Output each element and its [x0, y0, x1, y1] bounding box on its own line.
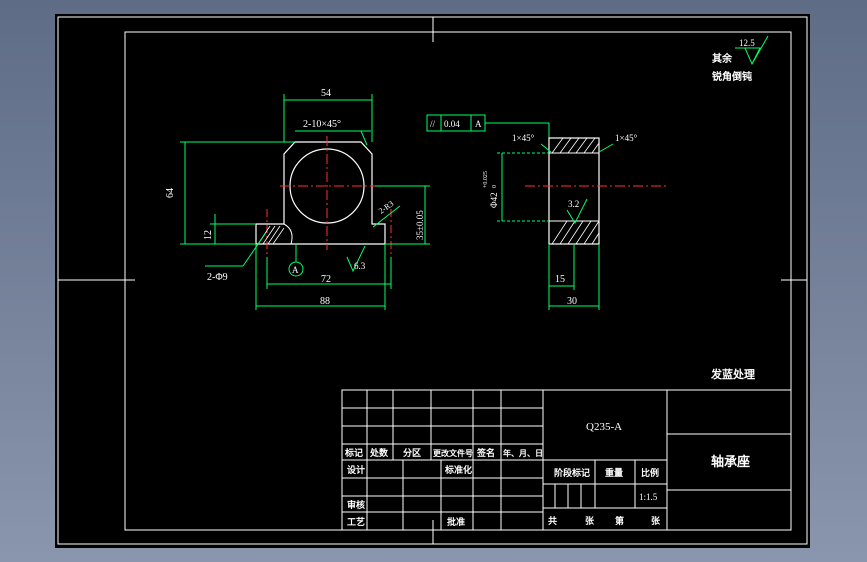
side-hatch-bottom [551, 220, 600, 245]
tb-design: 设计 [347, 464, 365, 475]
dim-64: 64 [165, 188, 176, 198]
dim-72: 72 [321, 274, 331, 285]
dim-35: 35±0.05 [415, 210, 425, 240]
tb-date: 年、月、日 [503, 448, 543, 458]
roughness-note-value: 12.5 [739, 38, 755, 48]
tb-stage: 阶段标记 [554, 467, 590, 478]
rough-right: 2-R3 [377, 199, 395, 216]
tb-count: 处数 [369, 447, 389, 458]
front-view: 54 2-10×45° 64 12 2-Φ9 35±0.05 2-R3 A [165, 88, 430, 310]
tb-sheet: 张 [585, 515, 595, 526]
dim-chamfer: 2-10×45° [303, 119, 341, 130]
outer-border [57, 16, 808, 545]
dim-holes: 2-Φ9 [207, 272, 228, 283]
title-block [341, 389, 792, 531]
title-block-text: 标记 处数 分区 更改文件号 签名 年、月、日 设计 标准化 审核 工艺 批准 … [344, 421, 750, 527]
tb-approve: 批准 [447, 516, 465, 527]
tb-material: Q235-A [586, 421, 622, 433]
dim-88: 88 [320, 296, 330, 307]
heat-treatment-note: 发蓝处理 [710, 367, 755, 381]
housing-outline [255, 141, 386, 245]
drawing-sheet: 54 2-10×45° 64 12 2-Φ9 35±0.05 2-R3 A [55, 14, 810, 548]
side-body [548, 137, 600, 245]
chamfer-note: 锐角倒钝 [712, 70, 752, 83]
rough-side-symbol [566, 198, 588, 225]
tb-weight: 重量 [605, 467, 623, 478]
datum-a: A [292, 265, 299, 275]
rough-side: 3.2 [568, 199, 579, 209]
tb-doc: 更改文件号 [433, 448, 473, 458]
tb-page: 第 [615, 515, 624, 526]
dim-54: 54 [321, 88, 331, 99]
tol-symbol: // [430, 119, 436, 129]
rough-bottom-symbol [346, 245, 366, 273]
tb-part-name: 轴承座 [711, 454, 750, 469]
tb-standard: 标准化 [444, 464, 472, 475]
side-hatch-top [551, 137, 600, 154]
cad-drawing: 54 2-10×45° 64 12 2-Φ9 35±0.05 2-R3 A [57, 16, 808, 545]
roughness-note-prefix: 其余 [712, 52, 733, 65]
tb-scale: 1:1.5 [639, 492, 658, 502]
tb-mark: 标记 [344, 447, 363, 458]
tb-total: 共 [548, 515, 557, 526]
hole-break-curve [283, 223, 293, 245]
tol-value: 0.04 [444, 119, 460, 129]
dim-30: 30 [567, 296, 577, 307]
tb-ratio: 比例 [641, 467, 659, 478]
dim-12: 12 [203, 230, 214, 240]
side-view: // 0.04 A 1×45° 1×4 [426, 114, 667, 310]
chamfer-right: 1×45° [615, 133, 638, 143]
hole-section-hatch [257, 225, 285, 245]
notes: 其余 12.5 锐角倒钝 发蓝处理 [710, 35, 769, 381]
rough-bottom: 6.3 [354, 261, 366, 271]
tb-sign: 签名 [476, 447, 495, 458]
tb-process: 工艺 [347, 516, 365, 527]
dim-15: 15 [555, 274, 565, 285]
tb-review: 审核 [347, 499, 365, 510]
bore-tol-upper: +0.025 [483, 171, 489, 188]
tb-zone: 分区 [403, 447, 421, 458]
tb-sheet2: 张 [651, 515, 661, 526]
bore-dim: Φ42 [489, 192, 499, 208]
chamfer-left: 1×45° [512, 133, 535, 143]
bore-tol-lower: 0 [492, 185, 498, 188]
tol-datum: A [475, 119, 482, 129]
